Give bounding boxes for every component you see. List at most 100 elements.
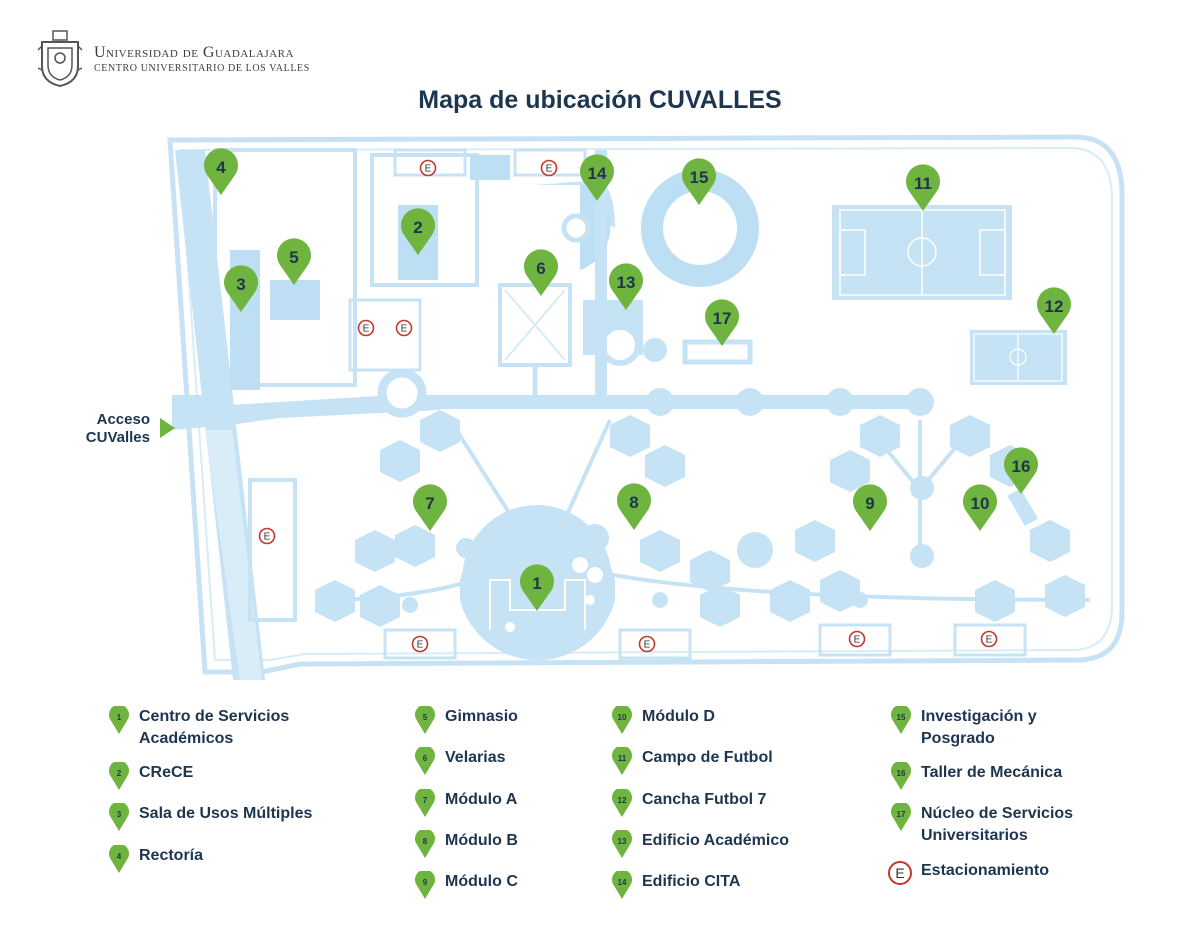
map-pin-15[interactable]: 15 — [681, 158, 716, 205]
parking-icon: E — [980, 630, 998, 648]
legend-item-13: 13 Edificio Académico — [611, 828, 789, 858]
legend-label: Cancha Futbol 7 — [642, 791, 767, 808]
map-pin-label: 13 — [617, 273, 636, 292]
legend-item-14: 14 Edificio CITA — [611, 869, 741, 899]
legend-pin-icon: 6 — [414, 745, 436, 775]
map-pin-6[interactable]: 6 — [524, 249, 558, 296]
map-pin-17[interactable]: 17 — [704, 299, 740, 346]
parking-icon: E — [258, 527, 276, 545]
legend-label: Taller de Mecánica — [921, 764, 1063, 781]
legend-pin-icon: 9 — [414, 869, 436, 899]
parking-icon: E — [419, 159, 437, 177]
legend-label: Edificio CITA — [642, 873, 741, 890]
legend-item-8: 8 Módulo B — [414, 828, 518, 858]
svg-text:E: E — [363, 324, 370, 335]
svg-text:15: 15 — [897, 713, 906, 722]
map-pin-14[interactable]: 14 — [579, 154, 614, 201]
map-pin-label: 9 — [865, 494, 874, 513]
map-pin-label: 2 — [413, 218, 422, 237]
svg-text:3: 3 — [117, 810, 122, 819]
legend-item-12: 12 Cancha Futbol 7 — [611, 787, 767, 817]
svg-text:E: E — [895, 865, 904, 881]
map-pin-label: 17 — [713, 309, 732, 328]
access-arrow-icon — [160, 418, 175, 438]
map-pin-label: 15 — [690, 168, 709, 187]
svg-text:5: 5 — [423, 713, 428, 722]
legend-pin-icon: 7 — [414, 787, 436, 817]
legend-pin-icon: 10 — [611, 704, 633, 734]
legend-pin-icon: 12 — [611, 787, 633, 817]
svg-text:E: E — [425, 164, 432, 175]
legend-pin-icon: 5 — [414, 704, 436, 734]
center-name: CENTRO UNIVERSITARIO DE LOS VALLES — [94, 63, 310, 74]
access-line-1: Acceso — [96, 411, 150, 428]
map-pin-12[interactable]: 12 — [1037, 287, 1071, 334]
football-7-court — [970, 330, 1067, 385]
page-title: Mapa de ubicación CUVALLES — [418, 86, 782, 114]
legend-label: Núcleo de Servicios Universitarios — [921, 805, 1074, 844]
svg-text:E: E — [854, 635, 861, 646]
map-pin-label: 12 — [1045, 297, 1064, 316]
map-pin-label: 5 — [289, 248, 298, 267]
map-pin-11[interactable]: 11 — [906, 164, 941, 211]
map-pin-16[interactable]: 16 — [1003, 447, 1038, 494]
svg-text:13: 13 — [618, 837, 627, 846]
parking-icon: E — [638, 635, 656, 653]
svg-text:10: 10 — [618, 713, 627, 722]
map-pin-4[interactable]: 4 — [204, 148, 238, 195]
map-pin-7[interactable]: 7 — [412, 484, 447, 531]
legend-label: Investigación y Posgrado — [921, 708, 1037, 747]
svg-text:E: E — [644, 640, 651, 651]
legend-item-11: 11 Campo de Futbol — [611, 745, 773, 775]
legend-label: Gimnasio — [445, 708, 518, 725]
legend-item-9: 9 Módulo C — [414, 869, 518, 899]
legend-pin-icon: 11 — [611, 745, 633, 775]
parking-icon: E — [848, 630, 866, 648]
perimeter-road — [167, 134, 1125, 675]
svg-text:E: E — [264, 532, 271, 543]
access-label: Acceso CUValles — [58, 411, 150, 447]
svg-text:E: E — [986, 635, 993, 646]
map-pin-3[interactable]: 3 — [224, 265, 258, 312]
legend-label: Campo de Futbol — [642, 749, 773, 766]
svg-text:E: E — [401, 324, 408, 335]
map-pin-label: 4 — [216, 158, 226, 177]
map-pin-5[interactable]: 5 — [276, 238, 311, 285]
legend-item-parking: E Estacionamiento — [887, 860, 1049, 886]
legend-item-16: 16 Taller de Mecánica — [890, 760, 1063, 790]
parking-icon: E — [540, 159, 558, 177]
legend-label: Rectoría — [139, 847, 204, 864]
map-pin-2[interactable]: 2 — [401, 208, 435, 255]
map-pin-label: 16 — [1012, 457, 1031, 476]
university-crest-icon — [37, 30, 83, 88]
legend-label: CReCE — [139, 764, 194, 781]
svg-text:2: 2 — [117, 769, 122, 778]
map-pin-label: 6 — [536, 259, 545, 278]
university-header: Universidad de Guadalajara CENTRO UNIVER… — [36, 28, 336, 90]
map-pin-10[interactable]: 10 — [962, 484, 997, 531]
svg-text:16: 16 — [897, 769, 906, 778]
legend-item-5: 5 Gimnasio — [414, 704, 518, 734]
university-name: Universidad de Guadalajara — [94, 44, 294, 61]
svg-text:1: 1 — [117, 713, 122, 722]
map-pin-13[interactable]: 13 — [609, 263, 644, 310]
legend-label: Módulo C — [445, 873, 518, 890]
svg-text:8: 8 — [423, 837, 428, 846]
map-pin-9[interactable]: 9 — [852, 484, 887, 531]
legend-label-parking: Estacionamiento — [921, 862, 1050, 879]
legend-label: Módulo B — [445, 832, 518, 849]
legend-item-15: 15 Investigación y Posgrado — [890, 704, 1106, 750]
map-pin-label: 3 — [236, 275, 245, 294]
map-pin-8[interactable]: 8 — [617, 483, 652, 530]
legend-pin-icon: 1 — [108, 704, 130, 734]
svg-text:14: 14 — [618, 878, 627, 887]
map-pin-1[interactable]: 1 — [520, 564, 554, 611]
legend-label: Módulo A — [445, 791, 518, 808]
legend-label: Módulo D — [642, 708, 715, 725]
legend-label: Edificio Académico — [642, 832, 789, 849]
